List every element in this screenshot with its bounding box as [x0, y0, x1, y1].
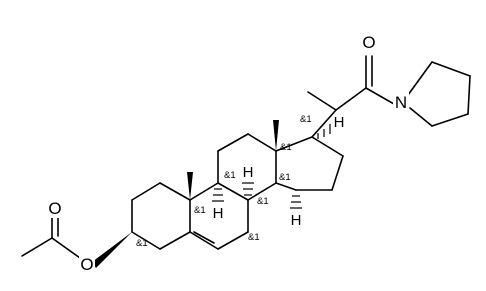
- bond: [217, 231, 249, 250]
- stereo-label-c13: &1: [280, 142, 292, 153]
- c10-methyl-wedge: [187, 172, 193, 200]
- bond: [247, 133, 277, 152]
- acetyl-methyl-bond: [21, 237, 53, 257]
- ring-a: [131, 182, 191, 250]
- pyrrolidine-ring: [407, 61, 471, 127]
- stereo-label-c13b: &1: [248, 232, 260, 243]
- bond: [275, 136, 313, 152]
- bond: [217, 133, 249, 152]
- hydrogen-labels: H H H H: [213, 114, 345, 229]
- c3-oxygen-wedge: [92, 232, 132, 268]
- stereo-hydrogens: [212, 124, 331, 209]
- bond: [407, 61, 433, 96]
- h-c9-label: H: [213, 205, 224, 222]
- bond: [331, 155, 344, 191]
- stereo-label-c9: &1: [224, 170, 236, 181]
- bond: [311, 136, 344, 157]
- stereo-label-c17: &1: [300, 114, 312, 125]
- ring-d: [275, 136, 344, 191]
- bond: [335, 87, 367, 111]
- ring-b: [189, 182, 249, 250]
- bond: [159, 231, 191, 250]
- bond: [275, 182, 297, 191]
- h-c8-label: H: [243, 164, 254, 181]
- h-c14-label: H: [291, 212, 302, 229]
- bond: [247, 182, 277, 201]
- bond: [217, 182, 249, 201]
- amide-bond: [365, 87, 395, 105]
- label-mask: [362, 32, 378, 52]
- double-bond-inner: [193, 231, 215, 244]
- bond: [131, 231, 161, 250]
- bond: [189, 231, 219, 250]
- acetate-group: [21, 217, 132, 268]
- bond: [431, 113, 469, 127]
- h-c17-label: H: [334, 114, 345, 131]
- stereo-label-c10: &1: [194, 205, 206, 216]
- stereo-labels: &1 &1 &1 &1 &1 &1 &1 &1: [136, 114, 312, 249]
- atom-labels: O N O O: [47, 32, 409, 274]
- c13-methyl-wedge: [273, 120, 279, 151]
- bond: [159, 182, 191, 201]
- bond: [131, 182, 161, 201]
- stereo-label-c14: &1: [279, 172, 291, 183]
- bond: [467, 75, 471, 115]
- methyl-bond: [307, 91, 337, 111]
- ester-oxygen-label: O: [80, 255, 93, 274]
- ring-c: [217, 133, 277, 201]
- ester-bond: [51, 237, 81, 259]
- label-mask: [393, 92, 409, 112]
- bond: [431, 61, 471, 77]
- bond: [311, 109, 337, 138]
- stereo-label-c3: &1: [136, 238, 148, 249]
- stereo-label-c8: &1: [257, 196, 269, 207]
- label-mask: [47, 198, 63, 218]
- carbonyl-oxygen-left-label: O: [48, 199, 61, 218]
- side-chain: [307, 55, 395, 138]
- bond: [189, 182, 219, 201]
- amide-nitrogen-label: N: [395, 93, 407, 112]
- carbonyl-oxygen-right-label: O: [362, 33, 375, 52]
- bond: [409, 107, 433, 127]
- label-mask: [79, 254, 95, 274]
